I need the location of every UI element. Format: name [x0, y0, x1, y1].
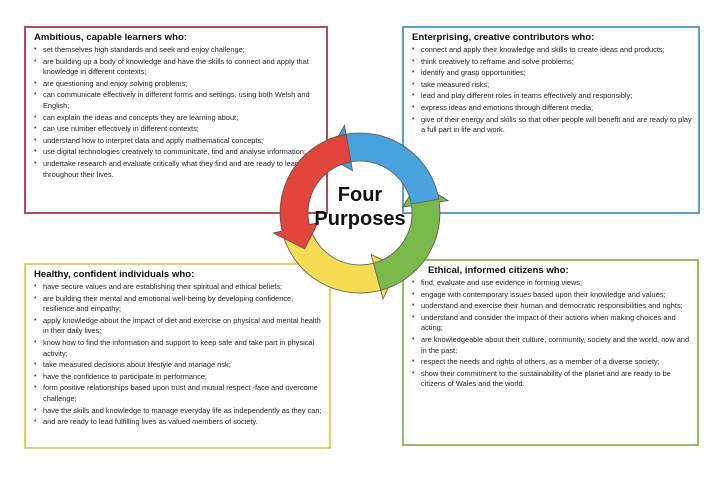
list-item: respect the needs and rights of others, … — [412, 357, 691, 368]
list-item: set themselves high standards and seek a… — [34, 45, 320, 56]
red-arrow — [272, 133, 352, 250]
list-item: lead and play different roles in teams e… — [412, 91, 692, 102]
list-item: give of their energy and skills so that … — [412, 115, 692, 136]
blue-arrow — [326, 124, 440, 205]
list-item: apply knowledge about the impact of diet… — [34, 316, 323, 337]
list-item: show their commitment to the sustainabil… — [412, 369, 691, 390]
list-item: find, evaluate and use evidence in formi… — [412, 278, 691, 289]
bullet-list: set themselves high standards and seek a… — [34, 45, 320, 180]
list-item: express ideas and emotions through diffe… — [412, 103, 692, 114]
healthy-individuals-box: Healthy, confident individuals who: have… — [24, 263, 331, 449]
center-label-line2: Purposes — [314, 208, 406, 230]
list-item: can use number effectively in different … — [34, 124, 320, 135]
list-item: are building their mental and emotional … — [34, 294, 323, 315]
list-item: take measured risks; — [412, 80, 692, 91]
box-title: Enterprising, creative contributors who: — [412, 32, 595, 43]
bullet-list: find, evaluate and use evidence in formi… — [412, 278, 691, 390]
list-item: have secure values and are establishing … — [34, 282, 323, 293]
box-title: Ethical, informed citizens who: — [428, 265, 569, 276]
list-item: understand and exercise their human and … — [412, 301, 691, 312]
list-item: and are ready to lead fulfilling lives a… — [34, 417, 323, 428]
yellow-arrow — [282, 226, 399, 301]
list-item: are knowledgeable about their culture, c… — [412, 335, 691, 356]
center-label: Four Purposes — [300, 183, 420, 231]
list-item: use digital technologies creatively to c… — [34, 147, 320, 158]
list-item: think creatively to reframe and solve pr… — [412, 57, 692, 68]
list-item: form positive relationships based upon t… — [34, 383, 323, 404]
four-purposes-cycle — [272, 124, 450, 301]
list-item: take measured decisions about lifestyle … — [34, 360, 323, 371]
list-item: can communicate effectively in different… — [34, 90, 320, 111]
list-item: are building up a body of knowledge and … — [34, 57, 320, 78]
box-title: Ambitious, capable learners who: — [34, 32, 188, 43]
list-item: have the confidence to participate in pe… — [34, 372, 323, 383]
list-item: undertake research and evaluate critical… — [34, 159, 320, 180]
ethical-citizens-box: Ethical, informed citizens who: find, ev… — [402, 259, 699, 446]
enterprising-contributors-box: Enterprising, creative contributors who:… — [402, 26, 700, 214]
list-item: can explain the ideas and concepts they … — [34, 113, 320, 124]
list-item: understand and consider the impact of th… — [412, 313, 691, 334]
list-item: engage with contemporary issues based up… — [412, 290, 691, 301]
list-item: connect and apply their knowledge and sk… — [412, 45, 692, 56]
list-item: are questioning and enjoy solving proble… — [34, 79, 320, 90]
list-item: know how to find the information and sup… — [34, 338, 323, 359]
list-item: identify and grasp opportunities; — [412, 68, 692, 79]
box-title: Healthy, confident individuals who: — [34, 269, 195, 280]
bullet-list: connect and apply their knowledge and sk… — [412, 45, 692, 136]
list-item: have the skills and knowledge to manage … — [34, 406, 323, 417]
bullet-list: have secure values and are establishing … — [34, 282, 323, 428]
list-item: understand how to interpret data and app… — [34, 136, 320, 147]
ambitious-learners-box: Ambitious, capable learners who: set the… — [24, 26, 328, 214]
center-label-line1: Four — [337, 184, 383, 206]
green-arrow — [373, 181, 450, 291]
